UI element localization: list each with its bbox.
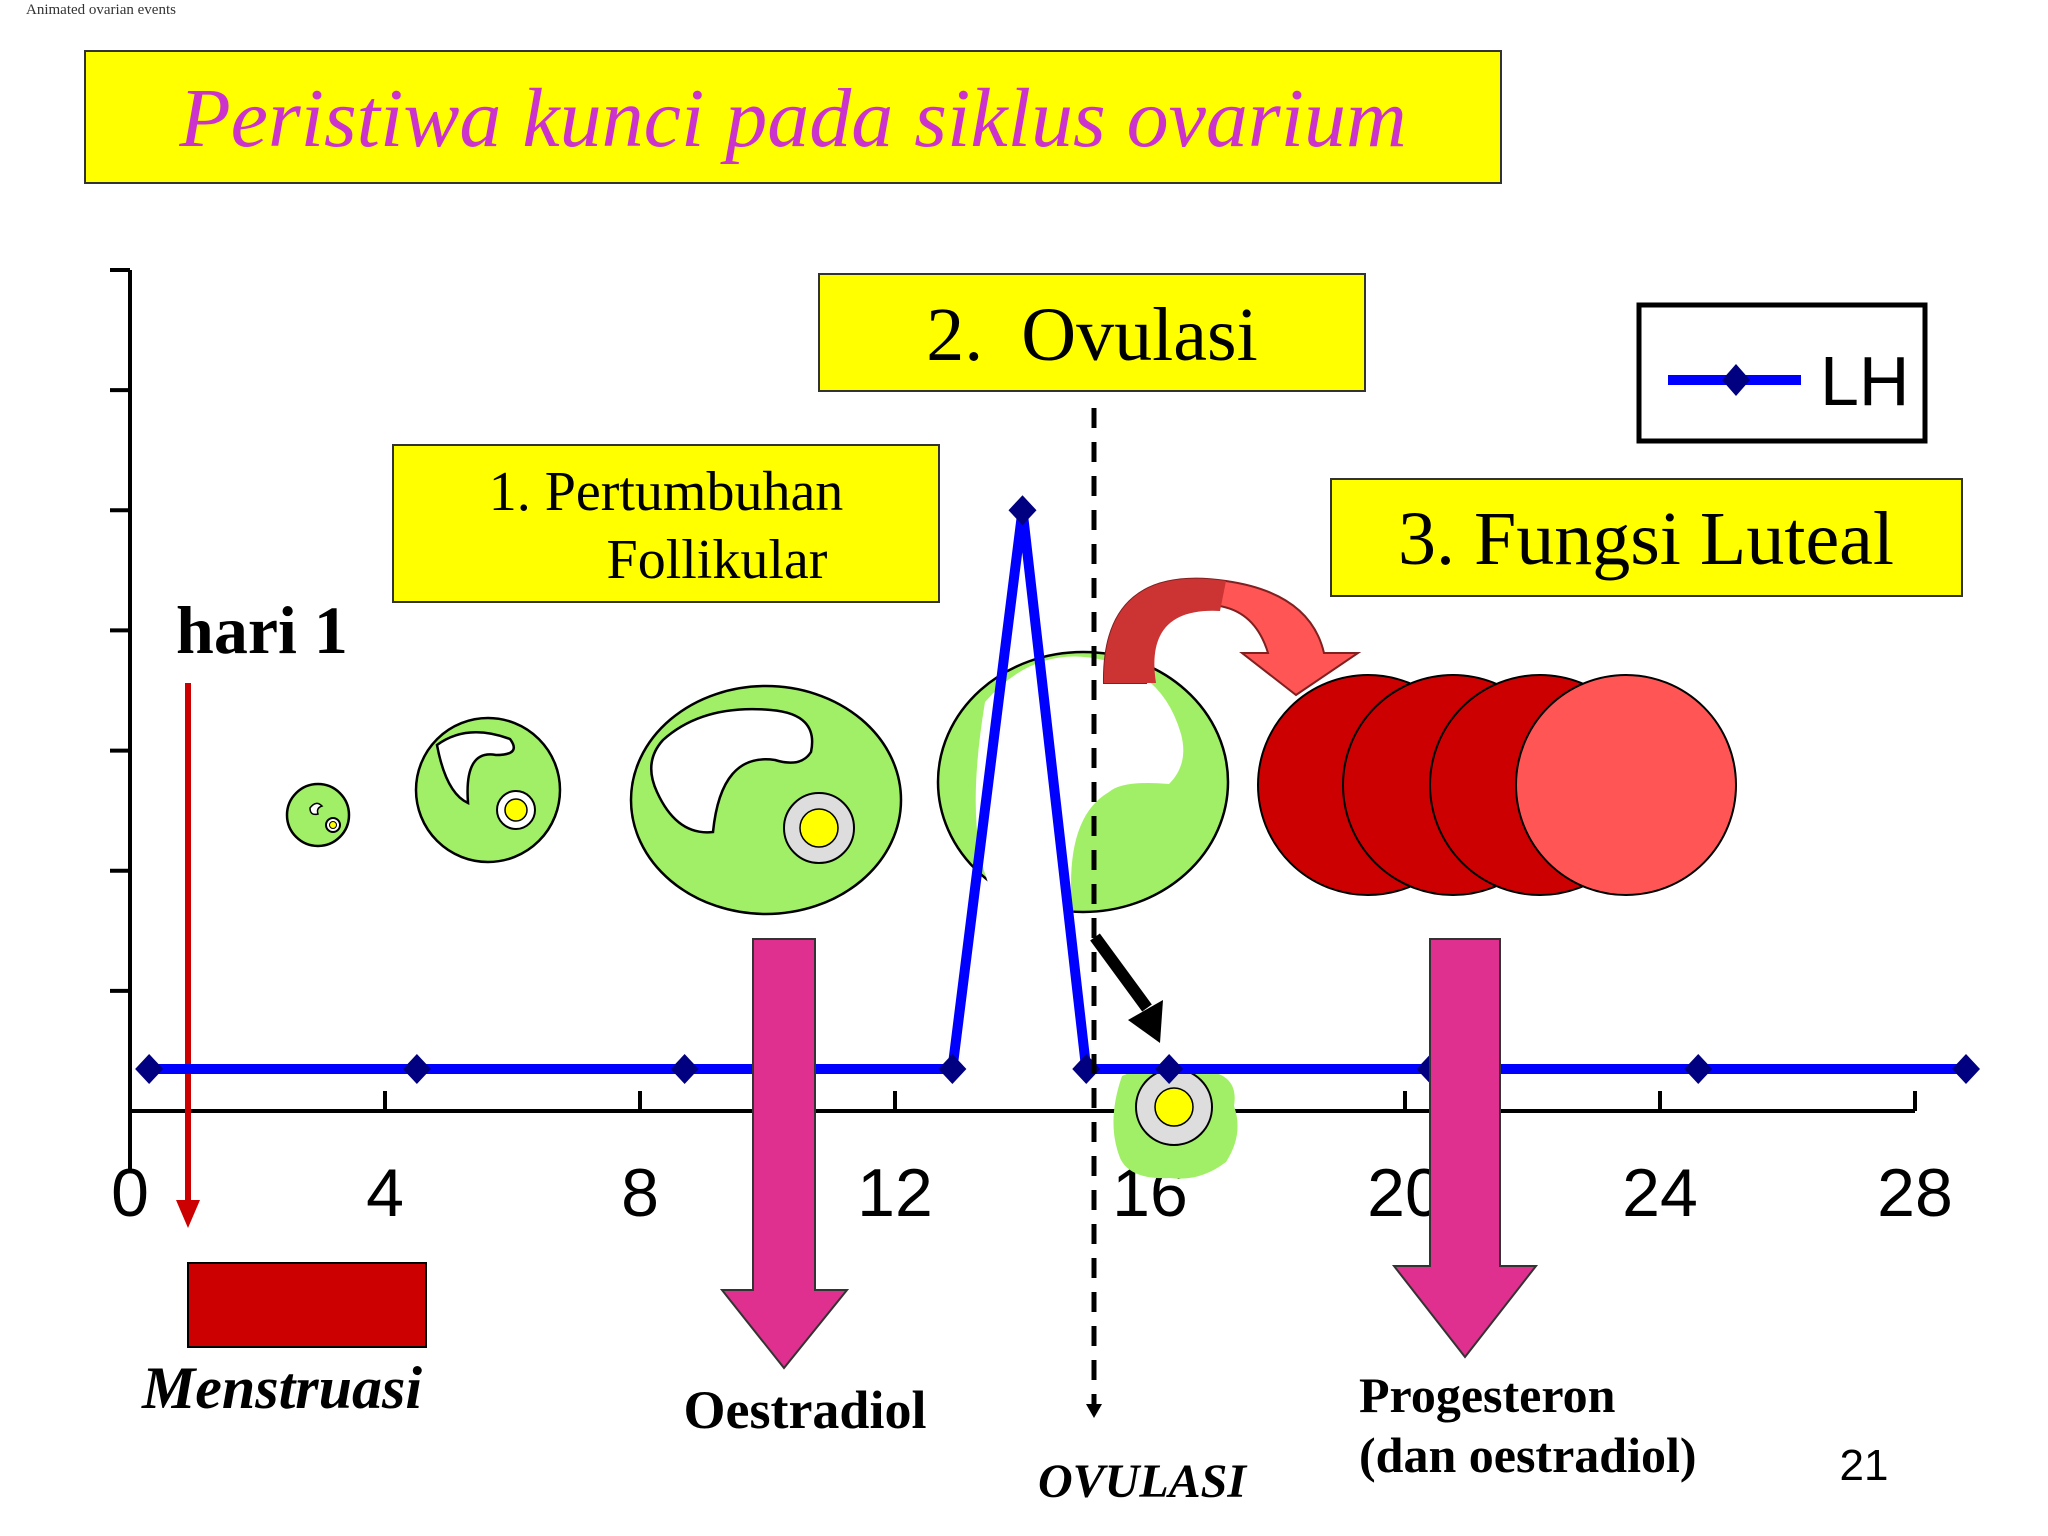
estradiol-label: Oestradiol <box>684 1380 927 1440</box>
ruptured-follicle <box>936 650 1230 940</box>
lh-data-point <box>1684 1053 1713 1084</box>
luteinization-arrow <box>1102 577 1362 697</box>
lh-line <box>149 509 1966 1074</box>
legend-lh-label: LH <box>1820 342 1909 420</box>
menstruation-label: Menstruasi <box>141 1355 422 1421</box>
ovulation-label: OVULASI <box>1038 1455 1248 1508</box>
ovum-release-arrow-head <box>1128 1000 1163 1043</box>
follicular-phase-line2: Follikular <box>607 529 828 591</box>
progesterone-label-line1: Progesteron <box>1359 1367 1616 1423</box>
follicle-stage-3 <box>629 684 903 916</box>
chart-legend: LH <box>1636 302 1928 444</box>
page-number: 21 <box>1840 1441 1889 1490</box>
legend-marker <box>1722 364 1750 396</box>
title-box <box>84 50 1502 184</box>
luteal-phase-box: 3. Fungsi Luteal <box>1330 478 1963 597</box>
header-note: Animated ovarian events <box>26 2 176 18</box>
ovulation-phase-label: 2. Ovulasi <box>926 293 1257 377</box>
slide-title: Peristiwa kunci pada siklus ovarium <box>178 72 1406 165</box>
ovum-release-arrow <box>1090 933 1152 1012</box>
lh-data-point <box>670 1053 699 1084</box>
lh-data-point <box>1952 1053 1980 1084</box>
x-tick-label: 28 <box>1877 1155 1953 1231</box>
lh-data-point <box>1155 1053 1184 1084</box>
follicular-phase-line1: 1. Pertumbuhan <box>489 461 844 523</box>
follicle-stage-2 <box>414 716 562 864</box>
ovulation-phase-box: 2. Ovulasi <box>818 273 1366 392</box>
menstruation-bar <box>187 1262 427 1348</box>
lh-data-point <box>135 1053 164 1084</box>
corpus-luteum <box>1257 674 1737 896</box>
follicular-phase-box: 1. Pertumbuhan Follikular <box>392 444 940 603</box>
x-tick-label: 8 <box>621 1155 659 1231</box>
ovulation-dashed-arrow-head <box>1086 1404 1102 1418</box>
lh-series <box>135 495 1980 1084</box>
progesterone-arrow <box>1391 938 1539 1359</box>
day-label: hari 1 <box>176 592 348 668</box>
released-ovum <box>1113 1067 1238 1179</box>
lh-data-point <box>938 1053 967 1084</box>
follicle-stage-1 <box>285 782 351 848</box>
estradiol-arrow <box>719 938 850 1370</box>
day1-arrow-head <box>176 1200 200 1228</box>
progesterone-label-line2: (dan oestradiol) <box>1359 1427 1697 1483</box>
lh-data-point <box>1008 495 1037 526</box>
x-tick-label: 4 <box>366 1155 404 1231</box>
luteal-phase-label: 3. Fungsi Luteal <box>1398 497 1894 581</box>
y-ticks <box>110 268 130 993</box>
lh-data-point <box>402 1053 431 1084</box>
x-tick-label: 24 <box>1622 1155 1698 1231</box>
x-tick-label: 0 <box>111 1155 149 1231</box>
x-tick-label: 12 <box>857 1155 933 1231</box>
